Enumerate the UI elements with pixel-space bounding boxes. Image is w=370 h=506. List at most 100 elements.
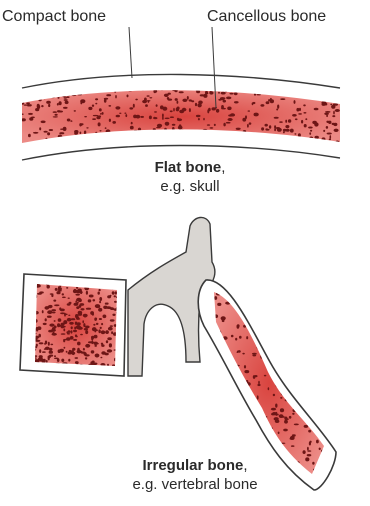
cancellous-pore — [286, 129, 290, 132]
cancellous-pore — [326, 401, 330, 405]
cancellous-pore — [112, 121, 116, 124]
cancellous-pore — [83, 323, 85, 327]
cancellous-pore — [133, 104, 135, 108]
cancellous-pore — [307, 328, 311, 330]
cancellous-pore — [45, 306, 50, 310]
flat-bone-name: Flat bone — [155, 159, 222, 176]
cancellous-pore — [274, 330, 277, 331]
cancellous-pore — [227, 375, 230, 377]
cancellous-pore — [277, 301, 279, 304]
cancellous-pore — [268, 323, 273, 326]
cancellous-pore — [307, 447, 309, 451]
cancellous-pore — [106, 303, 108, 305]
cancellous-pore — [269, 125, 271, 128]
cancellous-pore — [257, 301, 262, 304]
vertebra-spine-marrow — [214, 292, 324, 474]
cancellous-pore — [39, 127, 41, 130]
cancellous-pore — [281, 317, 284, 320]
cancellous-pore — [257, 300, 261, 302]
cancellous-pore — [76, 322, 80, 325]
cancellous-pore — [234, 403, 238, 405]
cancellous-pore — [227, 107, 231, 111]
cancellous-pore — [131, 138, 135, 140]
cancellous-pore — [326, 325, 331, 328]
cancellous-pore — [190, 130, 194, 133]
cancellous-pore — [149, 97, 152, 98]
cancellous-pore — [86, 127, 88, 128]
cancellous-pore — [272, 92, 274, 93]
cancellous-pore — [65, 93, 67, 96]
cancellous-pore — [246, 444, 249, 447]
cancellous-pore — [75, 357, 79, 359]
cancellous-pore — [81, 352, 86, 354]
cancellous-pore — [215, 369, 219, 372]
cancellous-pore — [323, 430, 328, 432]
cancellous-pore — [80, 334, 83, 336]
cancellous-pore — [59, 101, 62, 105]
cancellous-pore — [288, 301, 293, 303]
cancellous-pore — [294, 296, 298, 300]
cancellous-pore — [68, 137, 70, 140]
cancellous-pore — [94, 345, 97, 347]
cancellous-pore — [227, 378, 231, 380]
cancellous-pore — [285, 94, 288, 97]
cancellous-pore — [61, 325, 65, 328]
cancellous-pore — [247, 124, 249, 128]
cancellous-pore — [296, 381, 298, 383]
cancellous-pore — [287, 381, 289, 384]
cancellous-pore — [295, 118, 298, 120]
cancellous-pore — [212, 398, 217, 400]
cancellous-pore — [330, 101, 332, 103]
cancellous-pore — [189, 99, 192, 101]
cancellous-pore — [48, 330, 53, 333]
cancellous-pore — [159, 87, 164, 90]
cancellous-pore — [275, 420, 280, 423]
cancellous-pore — [329, 139, 331, 141]
cancellous-pore — [304, 425, 309, 428]
cancellous-pore — [289, 416, 292, 419]
cancellous-pore — [193, 84, 195, 87]
cancellous-pore — [54, 320, 56, 322]
cancellous-pore — [262, 315, 265, 318]
cancellous-pore — [196, 90, 200, 93]
cancellous-pore — [221, 97, 226, 99]
cancellous-pore — [273, 394, 275, 396]
cancellous-pore — [32, 95, 37, 97]
cancellous-pore — [240, 297, 242, 299]
cancellous-pore — [82, 320, 84, 323]
cancellous-pore — [78, 299, 82, 302]
cancellous-pore — [71, 352, 75, 355]
cancellous-pore — [174, 83, 176, 87]
cancellous-pore — [223, 449, 228, 451]
cancellous-pore — [272, 350, 275, 352]
cancellous-pore — [100, 357, 102, 359]
cancellous-pore — [257, 395, 259, 399]
cancellous-pore — [237, 350, 241, 352]
cancellous-pore — [309, 137, 313, 140]
cancellous-pore — [67, 303, 71, 305]
cancellous-pore — [221, 430, 223, 433]
cancellous-pore — [305, 118, 307, 120]
cancellous-pore — [28, 92, 32, 95]
cancellous-pore — [333, 103, 338, 105]
cancellous-pore — [270, 98, 272, 102]
cancellous-pore — [156, 104, 158, 107]
cancellous-pore — [189, 141, 191, 143]
cancellous-pore — [115, 106, 120, 109]
cancellous-pore — [38, 99, 41, 102]
cancellous-pore — [218, 400, 223, 403]
cancellous-pore — [99, 108, 102, 111]
cancellous-pore — [286, 296, 288, 299]
cancellous-pore — [217, 429, 222, 432]
cancellous-pore — [203, 129, 208, 132]
cancellous-pore — [63, 107, 68, 109]
cancellous-pore — [106, 340, 108, 343]
cancellous-pore — [298, 379, 301, 381]
cancellous-pore — [243, 130, 246, 133]
cancellous-pore — [93, 115, 98, 116]
cancellous-pore — [268, 99, 270, 102]
cancellous-pore — [71, 94, 76, 96]
cancellous-pore — [54, 355, 56, 357]
cancellous-pore — [331, 94, 333, 95]
cancellous-pore — [292, 320, 297, 323]
